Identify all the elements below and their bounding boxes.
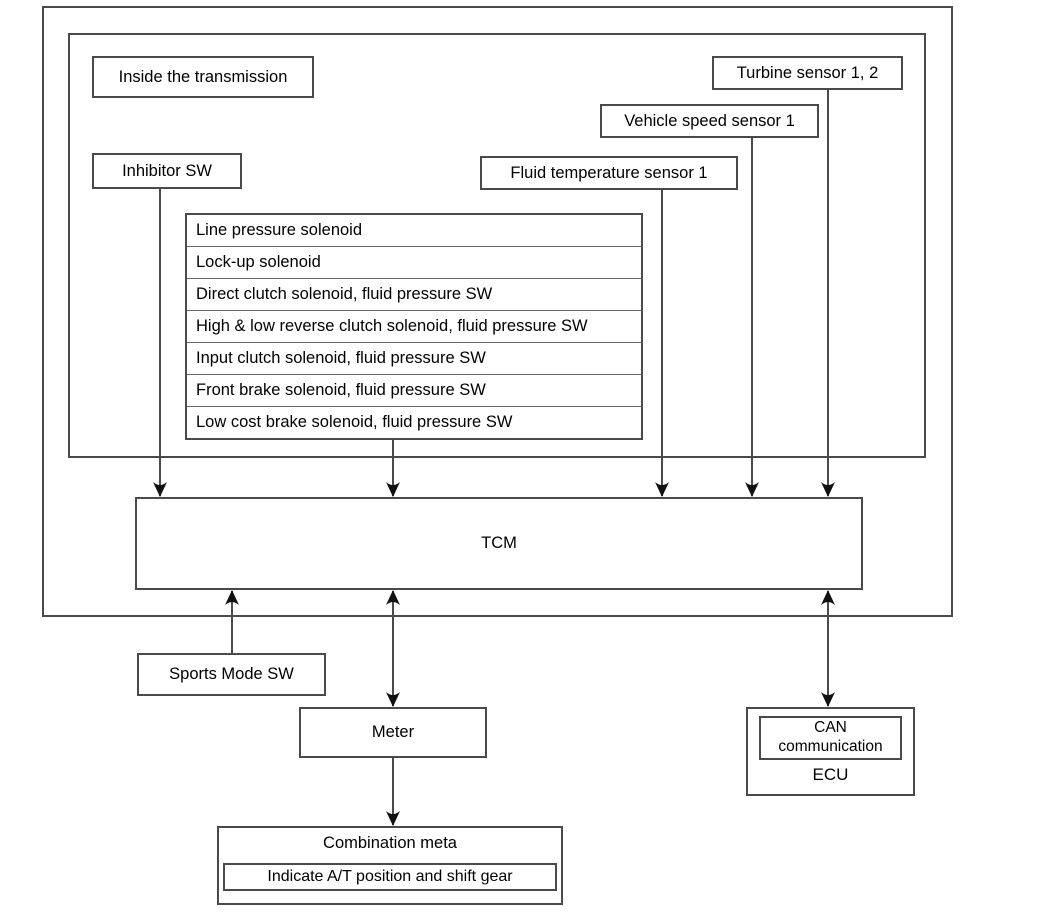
ecu-label: ECU	[812, 765, 849, 784]
solenoid-row: Input clutch solenoid, fluid pressure SW	[187, 342, 641, 374]
inside-transmission-label: Inside the transmission	[92, 56, 314, 98]
solenoid-row: Lock-up solenoid	[187, 246, 641, 278]
combination-meter-title: Combination meta	[323, 834, 457, 852]
meter-box: Meter	[299, 707, 487, 758]
combination-meter-box: Combination meta Indicate A/T position a…	[217, 826, 563, 905]
inhibitor-sw-box: Inhibitor SW	[92, 153, 242, 189]
tcm-box: TCM	[135, 497, 863, 590]
can-communication-box: CAN communication	[759, 716, 902, 760]
solenoid-row: Front brake solenoid, fluid pressure SW	[187, 374, 641, 406]
combination-meter-note-box: Indicate A/T position and shift gear	[223, 863, 557, 891]
inside-transmission-frame	[68, 33, 926, 458]
solenoid-row: Direct clutch solenoid, fluid pressure S…	[187, 278, 641, 310]
solenoid-row: Line pressure solenoid	[196, 221, 363, 239]
sports-mode-sw-box: Sports Mode SW	[137, 653, 326, 696]
solenoid-row: High & low reverse clutch solenoid, flui…	[187, 310, 641, 342]
solenoid-row: Low cost brake solenoid, fluid pressure …	[187, 406, 641, 438]
turbine-sensor-box: Turbine sensor 1, 2	[712, 56, 903, 90]
ecu-box: CAN communication ECU	[746, 707, 915, 796]
fluid-temperature-sensor-box: Fluid temperature sensor 1	[480, 156, 738, 190]
vehicle-speed-sensor-box: Vehicle speed sensor 1	[600, 104, 819, 138]
outer-frame	[42, 6, 953, 617]
